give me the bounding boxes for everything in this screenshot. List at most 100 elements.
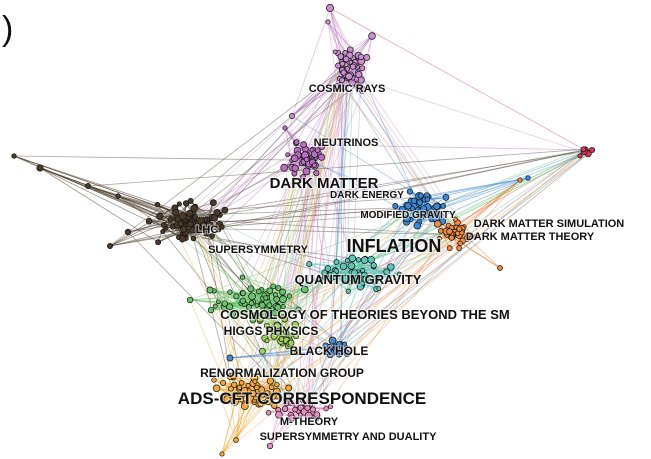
network-edge <box>338 153 589 354</box>
network-node <box>459 230 465 236</box>
network-edge <box>307 65 339 409</box>
network-edge <box>330 210 434 348</box>
network-edge <box>378 210 434 289</box>
network-edge <box>269 414 301 447</box>
network-node <box>189 226 197 234</box>
network-edge <box>189 295 237 301</box>
network-edge <box>335 151 585 352</box>
network-edge <box>296 236 453 353</box>
network-node <box>231 381 238 388</box>
network-edge <box>297 226 457 412</box>
label-dark-matter-simulation: DARK MATTER SIMULATION <box>474 218 625 230</box>
label-renormalization-group: RENORMALIZATION GROUP <box>200 366 364 380</box>
network-edge <box>281 271 336 330</box>
network-node <box>345 288 351 294</box>
network-edge <box>159 206 438 217</box>
network-node <box>209 233 215 239</box>
network-node <box>247 285 255 293</box>
network-node <box>221 206 229 214</box>
network-node <box>424 196 431 202</box>
network-node <box>357 53 365 61</box>
label-modified-gravity: MODIFIED GRAVITY <box>360 210 456 221</box>
network-edge <box>358 74 465 227</box>
network-node <box>270 332 278 340</box>
network-node <box>206 286 214 294</box>
network-node <box>256 315 264 323</box>
network-node <box>383 268 390 276</box>
network-node <box>266 442 274 450</box>
network-node <box>360 280 366 286</box>
network-edge <box>336 78 340 263</box>
network-node <box>465 232 471 239</box>
network-edge <box>242 276 260 292</box>
network-node <box>269 326 276 332</box>
network-node <box>227 289 233 295</box>
label-ads-cft-correspondence: ADS-CFT CORRESPONDENCE <box>178 389 426 408</box>
network-edge <box>254 234 460 382</box>
network-edge <box>273 276 326 333</box>
network-edge <box>269 414 280 447</box>
network-edge <box>329 7 584 150</box>
network-edge <box>221 401 236 455</box>
label-cosmic-rays: COSMIC RAYS <box>309 83 386 95</box>
network-node <box>436 236 442 241</box>
network-edge <box>334 49 351 271</box>
network-edge <box>447 234 501 269</box>
network-edge <box>219 78 348 216</box>
network-node <box>456 225 463 232</box>
network-edge <box>308 165 326 274</box>
network-node <box>115 193 121 199</box>
label-m-theory: M-THEORY <box>280 416 339 428</box>
network-edge <box>198 149 586 232</box>
network-node <box>300 141 307 148</box>
network-node <box>332 49 338 55</box>
network-edge <box>213 290 240 388</box>
network-node <box>370 262 377 269</box>
network-edge <box>291 64 347 117</box>
network-edge <box>239 231 450 395</box>
label-dark-matter-theory: DARK MATTER THEORY <box>466 231 595 243</box>
network-edge <box>307 346 330 409</box>
network-edge <box>296 146 322 406</box>
network-edge <box>304 85 338 156</box>
network-edge <box>184 84 358 221</box>
network-edge <box>261 161 304 306</box>
network-node <box>279 295 287 304</box>
network-node <box>362 275 370 283</box>
network-node <box>283 328 290 335</box>
network-node <box>404 202 412 210</box>
network-edge <box>294 150 313 325</box>
network-node <box>326 4 334 12</box>
label-dark-energy: DARK ENERGY <box>330 190 404 201</box>
network-node <box>264 338 270 344</box>
network-edge <box>330 213 439 348</box>
network-edge <box>200 75 352 227</box>
network-edge <box>87 185 171 220</box>
network-edge <box>206 228 460 236</box>
network-edge <box>308 353 348 416</box>
network-node <box>313 170 320 177</box>
network-node <box>239 274 246 280</box>
network-node <box>347 262 356 270</box>
network-edge <box>263 298 318 419</box>
network-node <box>440 203 446 209</box>
network-edge <box>235 400 255 441</box>
network-node <box>228 385 234 392</box>
network-node <box>155 239 162 246</box>
network-node <box>318 153 326 161</box>
network-node <box>580 146 587 153</box>
network-node <box>289 113 295 119</box>
network-edge <box>256 258 353 388</box>
network-node <box>392 203 399 209</box>
network-edge <box>224 61 358 304</box>
network-edge <box>351 75 452 229</box>
network-edge <box>229 288 251 293</box>
network-node <box>343 350 351 357</box>
network-edge <box>290 274 331 404</box>
network-edge <box>232 57 368 376</box>
network-node <box>265 409 272 416</box>
network-node <box>357 271 363 277</box>
network-node <box>420 205 427 212</box>
network-node <box>259 347 266 355</box>
